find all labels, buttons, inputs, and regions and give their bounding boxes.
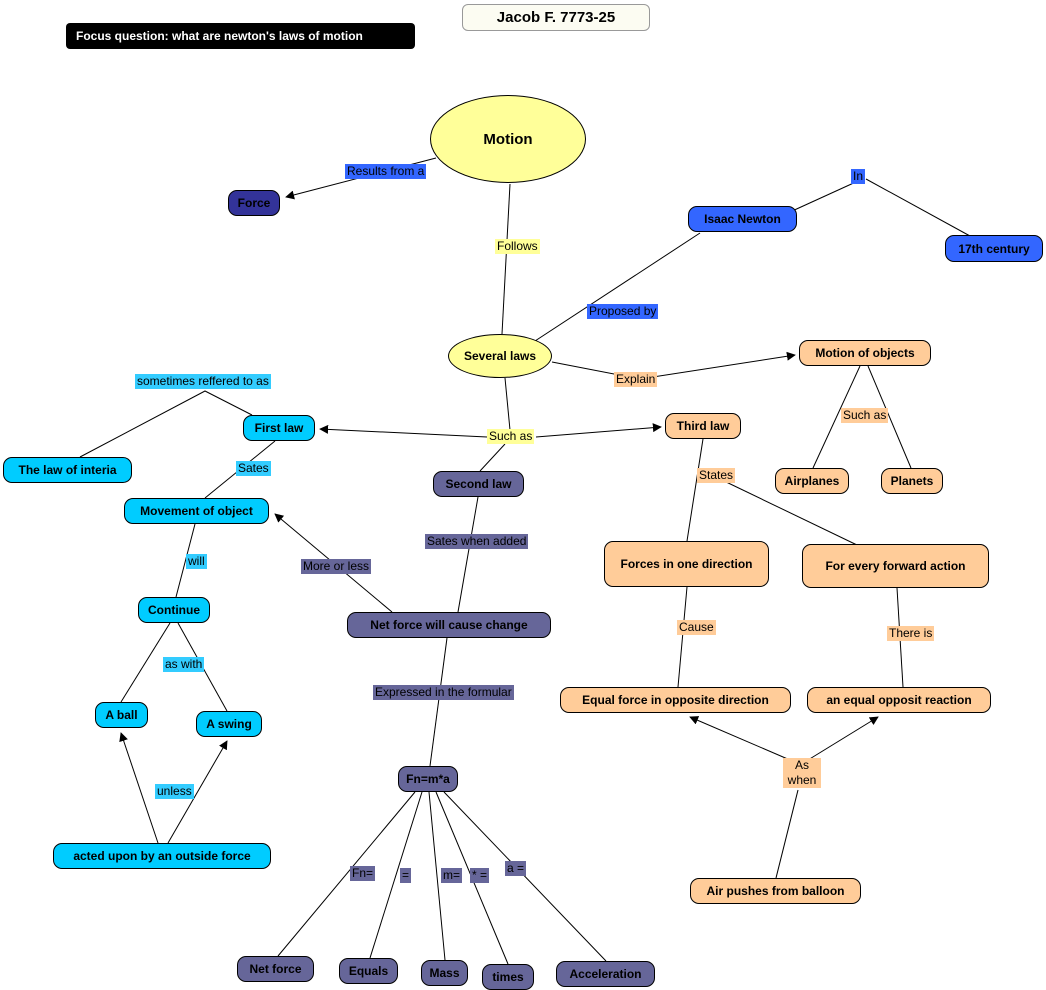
link-star-eq[interactable]: * = — [470, 868, 490, 883]
node-17th-century[interactable]: 17th century — [945, 235, 1043, 262]
link-sates[interactable]: Sates — [236, 461, 271, 476]
node-acted-upon-by-an-outside-force[interactable]: acted upon by an outside force — [53, 843, 271, 869]
node-times[interactable]: times — [482, 964, 534, 990]
node-motion-of-objects[interactable]: Motion of objects — [799, 340, 931, 366]
node-first-law[interactable]: First law — [243, 415, 315, 441]
node-mass[interactable]: Mass — [421, 960, 468, 986]
link-follows[interactable]: Follows — [495, 239, 540, 254]
node-an-equal-opposit-reaction[interactable]: an equal opposit reaction — [807, 687, 991, 713]
node-the-law-of-interia[interactable]: The law of interia — [3, 457, 132, 483]
edge-actedupon-aswing — [167, 740, 228, 844]
edge-suchas-secondlaw — [479, 443, 506, 472]
node-airplanes[interactable]: Airplanes — [775, 468, 849, 494]
edge-continue-aball — [120, 622, 171, 703]
edge-fnma-mass — [428, 791, 446, 961]
node-equal-force-in-opposite-direction[interactable]: Equal force in opposite direction — [560, 687, 791, 713]
node-fn-ma[interactable]: Fn=m*a — [398, 766, 458, 792]
edge-fnma-equals — [369, 791, 423, 959]
edge-motion-severallaws — [501, 183, 511, 335]
edge-suchas-firstlaw — [319, 424, 488, 438]
edge-states-foreveryforward — [721, 479, 858, 546]
node-net-force-will-cause-change[interactable]: Net force will cause change — [347, 612, 551, 638]
edge-aswhen-equalforce — [689, 716, 791, 761]
edge-movement-continue — [175, 523, 196, 598]
node-planets[interactable]: Planets — [881, 468, 943, 494]
link-results-from-a[interactable]: Results from a — [345, 164, 427, 179]
link-eq[interactable]: = — [400, 868, 412, 883]
link-m-eq[interactable]: m= — [441, 868, 463, 883]
node-motion[interactable]: Motion — [430, 95, 586, 183]
node-several-laws[interactable]: Several laws — [448, 334, 552, 378]
node-air-pushes-from-balloon[interactable]: Air pushes from balloon — [690, 878, 861, 904]
node-force[interactable]: Force — [228, 190, 280, 216]
link-will[interactable]: will — [186, 554, 207, 569]
edge-secondlaw-netforce — [457, 496, 479, 613]
edge-fnma-netforce — [277, 791, 416, 957]
edge-aswhen-anequal — [807, 716, 879, 761]
node-equals[interactable]: Equals — [339, 958, 398, 984]
node-movement-of-object[interactable]: Movement of object — [124, 498, 269, 524]
edge-thirdlaw-forcesonedir — [686, 438, 704, 542]
focus-question: Focus question: what are newton's laws o… — [66, 23, 415, 49]
node-net-force[interactable]: Net force — [237, 956, 314, 982]
edge-netforce-fnma — [429, 637, 448, 767]
edge-motionobjects-airplanes — [812, 365, 861, 469]
link-states[interactable]: States — [697, 468, 736, 483]
edge-isaacnewton-in — [789, 180, 859, 213]
link-as-with[interactable]: as with — [163, 657, 205, 672]
edge-fnma-acceleration — [443, 791, 607, 962]
link-as-when[interactable]: As when — [783, 758, 821, 788]
edge-suchas-thirdlaw — [535, 423, 662, 438]
link-unless[interactable]: unless — [155, 784, 194, 799]
link-proposed-by[interactable]: Proposed by — [587, 304, 659, 319]
link-explain[interactable]: Explain — [614, 372, 658, 387]
edge-airpushes-aswhen — [775, 789, 799, 879]
link-sates-when-added[interactable]: Sates when added — [425, 534, 529, 549]
link-a-eq[interactable]: a = — [505, 861, 527, 876]
node-acceleration[interactable]: Acceleration — [556, 961, 655, 987]
edge-firstlaw-lawofinteria — [79, 390, 253, 458]
page-title: Jacob F. 7773-25 — [462, 4, 650, 31]
link-fn-eq[interactable]: Fn= — [350, 866, 376, 881]
link-such-as-objects[interactable]: Such as — [841, 408, 889, 423]
edge-severallaws-isaacnewton — [534, 232, 701, 342]
edge-forcesonedir-equalforce — [677, 586, 688, 688]
edge-severallaws-motionofobjects — [551, 351, 796, 380]
link-such-as-laws[interactable]: Such as — [487, 429, 535, 444]
node-a-ball[interactable]: A ball — [95, 702, 148, 728]
node-third-law[interactable]: Third law — [665, 413, 741, 439]
link-expressed-in-the-formular[interactable]: Expressed in the formular — [373, 685, 514, 700]
node-forces-in-one-direction[interactable]: Forces in one direction — [604, 541, 769, 587]
edge-severallaws-suchas — [504, 377, 511, 431]
edge-in-17thcentury — [865, 178, 971, 237]
link-there-is[interactable]: There is — [887, 626, 935, 641]
link-cause[interactable]: Cause — [677, 620, 716, 635]
link-more-or-less[interactable]: More or less — [301, 559, 372, 574]
edge-motionobjects-planets — [867, 365, 912, 469]
link-in[interactable]: In — [851, 169, 866, 184]
node-continue[interactable]: Continue — [138, 597, 210, 623]
edge-actedupon-aball — [119, 732, 159, 844]
node-isaac-newton[interactable]: Isaac Newton — [688, 206, 797, 232]
link-sometimes-reffered-to-as[interactable]: sometimes reffered to as — [135, 374, 271, 389]
node-second-law[interactable]: Second law — [433, 471, 524, 497]
node-for-every-forward-action[interactable]: For every forward action — [802, 544, 989, 588]
node-a-swing[interactable]: A swing — [196, 711, 262, 737]
